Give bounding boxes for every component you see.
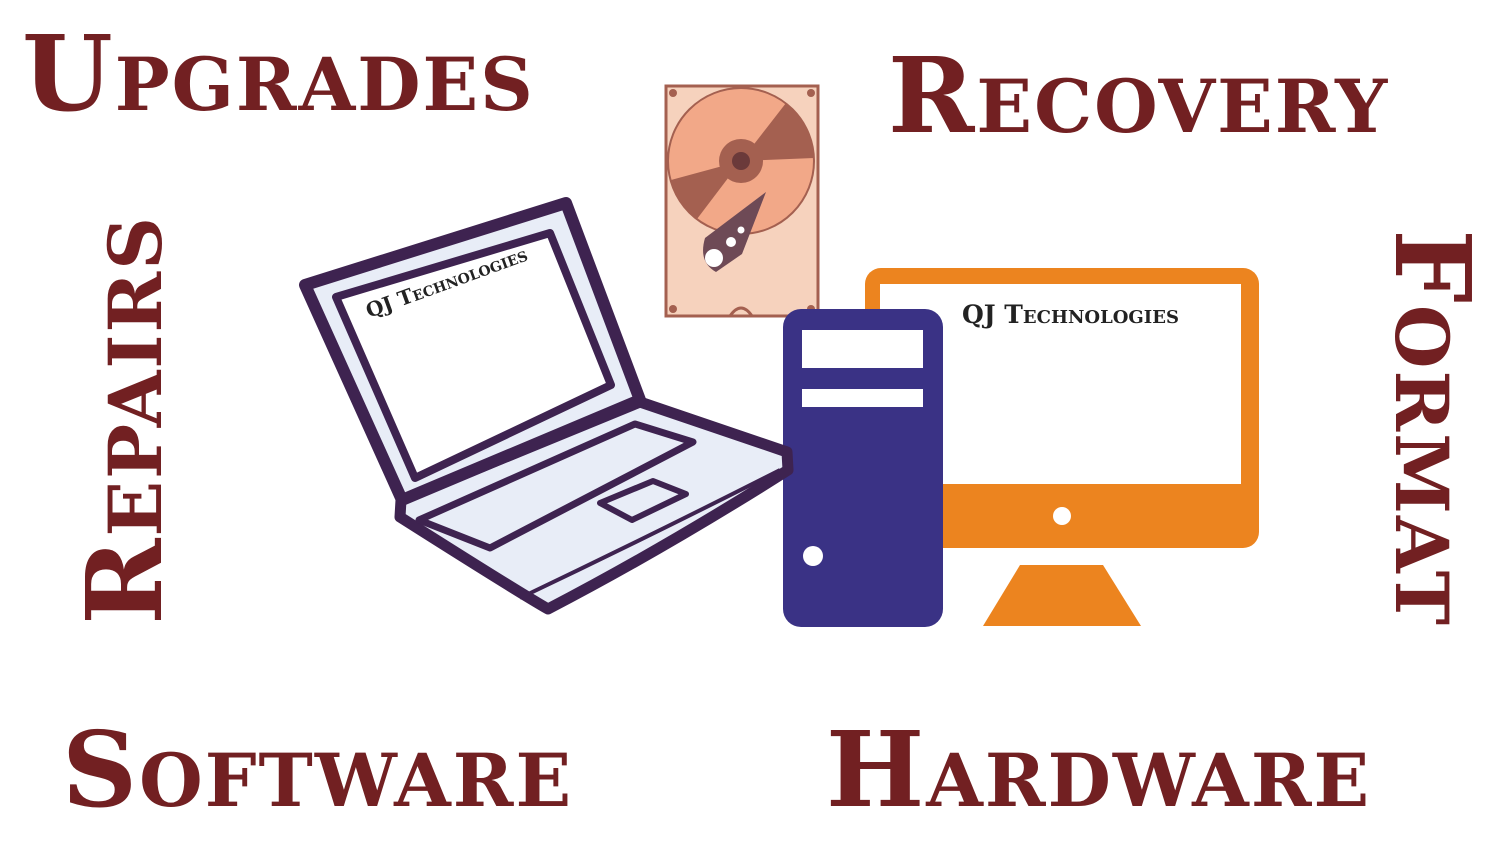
laptop-icon <box>299 197 794 615</box>
heading-format: Format <box>1371 229 1494 627</box>
monitor-screen-text: QJ Technologies <box>962 300 1179 329</box>
heading-repairs: Repairs <box>63 215 186 625</box>
heading-upgrades: Upgrades <box>22 12 535 135</box>
desktop-tower-icon <box>783 309 943 627</box>
heading-recovery: Recovery <box>888 34 1390 157</box>
hard-drive-icon <box>664 84 820 318</box>
heading-software: Software <box>62 708 574 831</box>
heading-hardware: Hardware <box>826 708 1372 831</box>
